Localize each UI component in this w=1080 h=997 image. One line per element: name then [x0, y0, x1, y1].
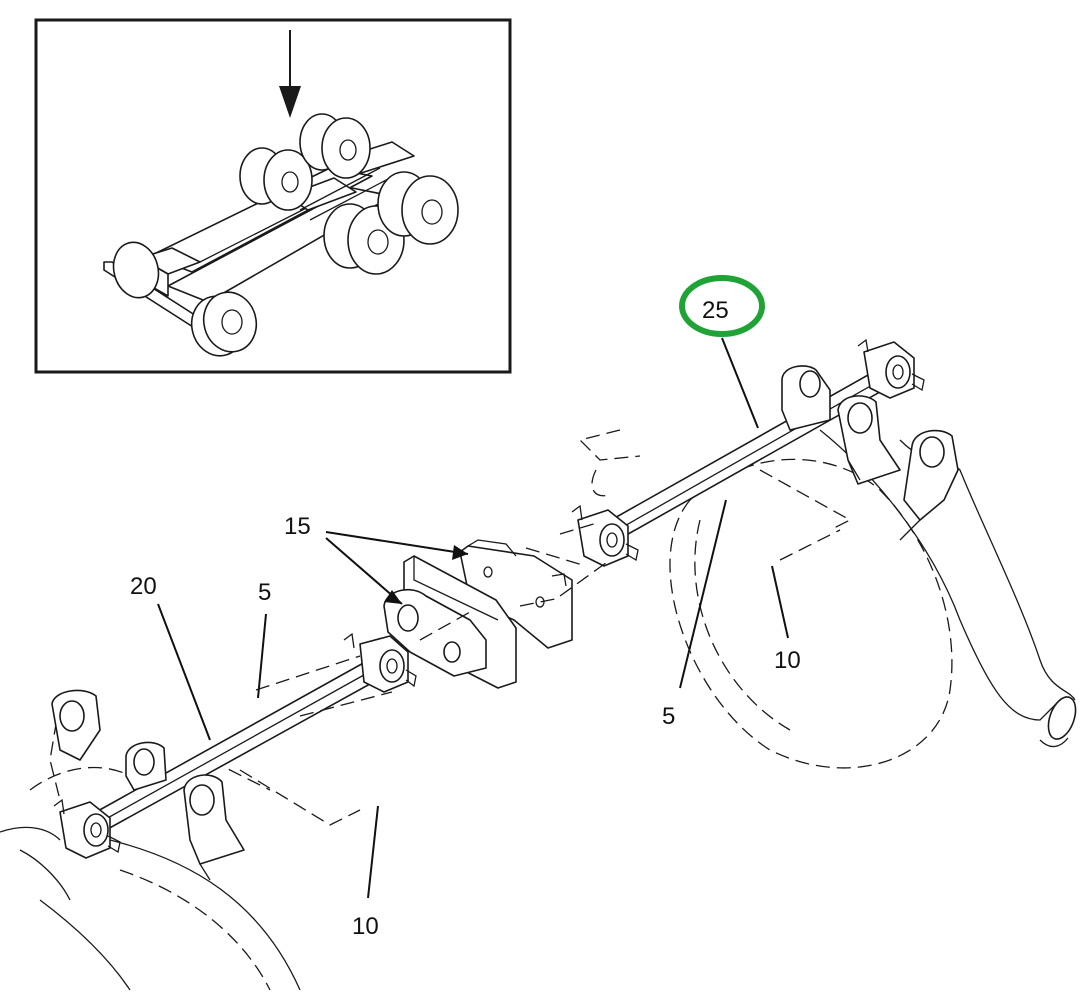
callout-20[interactable]: 20: [130, 573, 157, 600]
callout-5-right[interactable]: 5: [662, 703, 675, 730]
right-rod-front-bushing: [571, 504, 639, 567]
right-rod-rear-bushing: [857, 338, 925, 399]
vehicle-locator-inset: [34, 18, 512, 374]
left-axle-housing-outline: [0, 699, 361, 991]
callout-15[interactable]: 15: [284, 513, 311, 540]
right-frame-brackets: [781, 365, 959, 541]
highlight-ring: [679, 275, 765, 337]
assembly-alignment-lines: [255, 521, 611, 717]
vehicle-wheels: [112, 113, 459, 357]
callout-25[interactable]: 25: [702, 297, 729, 324]
leader-lines: [157, 337, 789, 899]
center-bracket-assembly[interactable]: [383, 539, 573, 689]
left-frame-brackets: [51, 689, 245, 881]
left-torque-rod[interactable]: [53, 632, 417, 859]
arrow-down-icon: [279, 30, 301, 118]
left-rod-rear-bushing: [343, 632, 417, 693]
callout-10-bottom[interactable]: 10: [352, 913, 379, 940]
left-rod-front-bushing: [53, 798, 121, 859]
callout-10-right[interactable]: 10: [774, 647, 801, 674]
callout-5-left[interactable]: 5: [258, 579, 271, 606]
right-axle-housing-outline: [578, 429, 1077, 769]
